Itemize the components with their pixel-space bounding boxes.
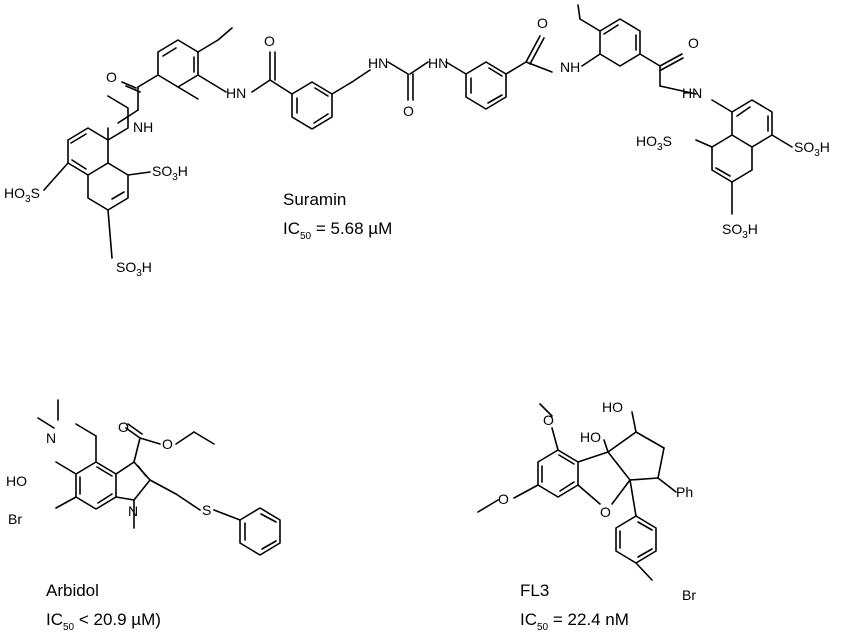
svg-text:HN: HN xyxy=(226,85,246,101)
suramin-ic50: IC50 = 5.68 µM xyxy=(283,219,392,242)
svg-text:NH: NH xyxy=(133,119,153,135)
fl3-name: FL3 xyxy=(520,581,549,600)
arbidol-ic50: IC50 < 20.9 µM) xyxy=(46,610,161,633)
svg-text:SO3H: SO3H xyxy=(722,221,758,241)
svg-text:HO: HO xyxy=(580,429,601,445)
svg-text:O: O xyxy=(403,103,414,119)
arbidol-structure: N O O HO Br N S xyxy=(6,399,281,556)
svg-text:O: O xyxy=(600,504,611,520)
svg-text:O: O xyxy=(498,491,509,507)
svg-text:HO: HO xyxy=(602,399,623,415)
svg-text:O: O xyxy=(688,35,699,51)
fl3-structure: O O O HO HO Ph Br xyxy=(477,399,696,603)
svg-text:SO3H: SO3H xyxy=(152,163,188,183)
svg-text:N: N xyxy=(128,503,138,519)
suramin-name: Suramin xyxy=(283,190,346,209)
arbidol-n-dimethyl: N xyxy=(46,430,56,446)
svg-text:Br: Br xyxy=(682,587,696,603)
svg-text:HN: HN xyxy=(428,55,448,71)
svg-text:SO3H: SO3H xyxy=(116,259,152,279)
svg-text:O: O xyxy=(162,436,173,452)
svg-text:S: S xyxy=(202,502,211,518)
svg-text:HO3S: HO3S xyxy=(636,133,672,153)
svg-text:Br: Br xyxy=(8,511,22,527)
svg-text:NH: NH xyxy=(560,59,580,75)
svg-text:O: O xyxy=(106,69,117,85)
fl3-ic50: IC50 = 22.4 nM xyxy=(520,610,629,633)
svg-text:HN: HN xyxy=(682,85,702,101)
suramin-structure: NH O HN O HN O HN O NH O HN SO3H HO3S SO… xyxy=(4,4,830,279)
svg-text:Ph: Ph xyxy=(676,484,693,500)
svg-text:HN: HN xyxy=(368,55,388,71)
svg-text:O: O xyxy=(118,419,129,435)
svg-text:O: O xyxy=(543,412,554,428)
svg-text:SO3H: SO3H xyxy=(794,139,830,159)
svg-text:HO: HO xyxy=(6,473,27,489)
svg-text:O: O xyxy=(537,15,548,31)
svg-text:HO3S: HO3S xyxy=(4,185,40,205)
svg-text:O: O xyxy=(264,33,275,49)
arbidol-name: Arbidol xyxy=(46,581,99,600)
suramin-atom-labels: NH O HN O HN O HN O NH O HN SO3H HO3S SO… xyxy=(4,15,830,279)
